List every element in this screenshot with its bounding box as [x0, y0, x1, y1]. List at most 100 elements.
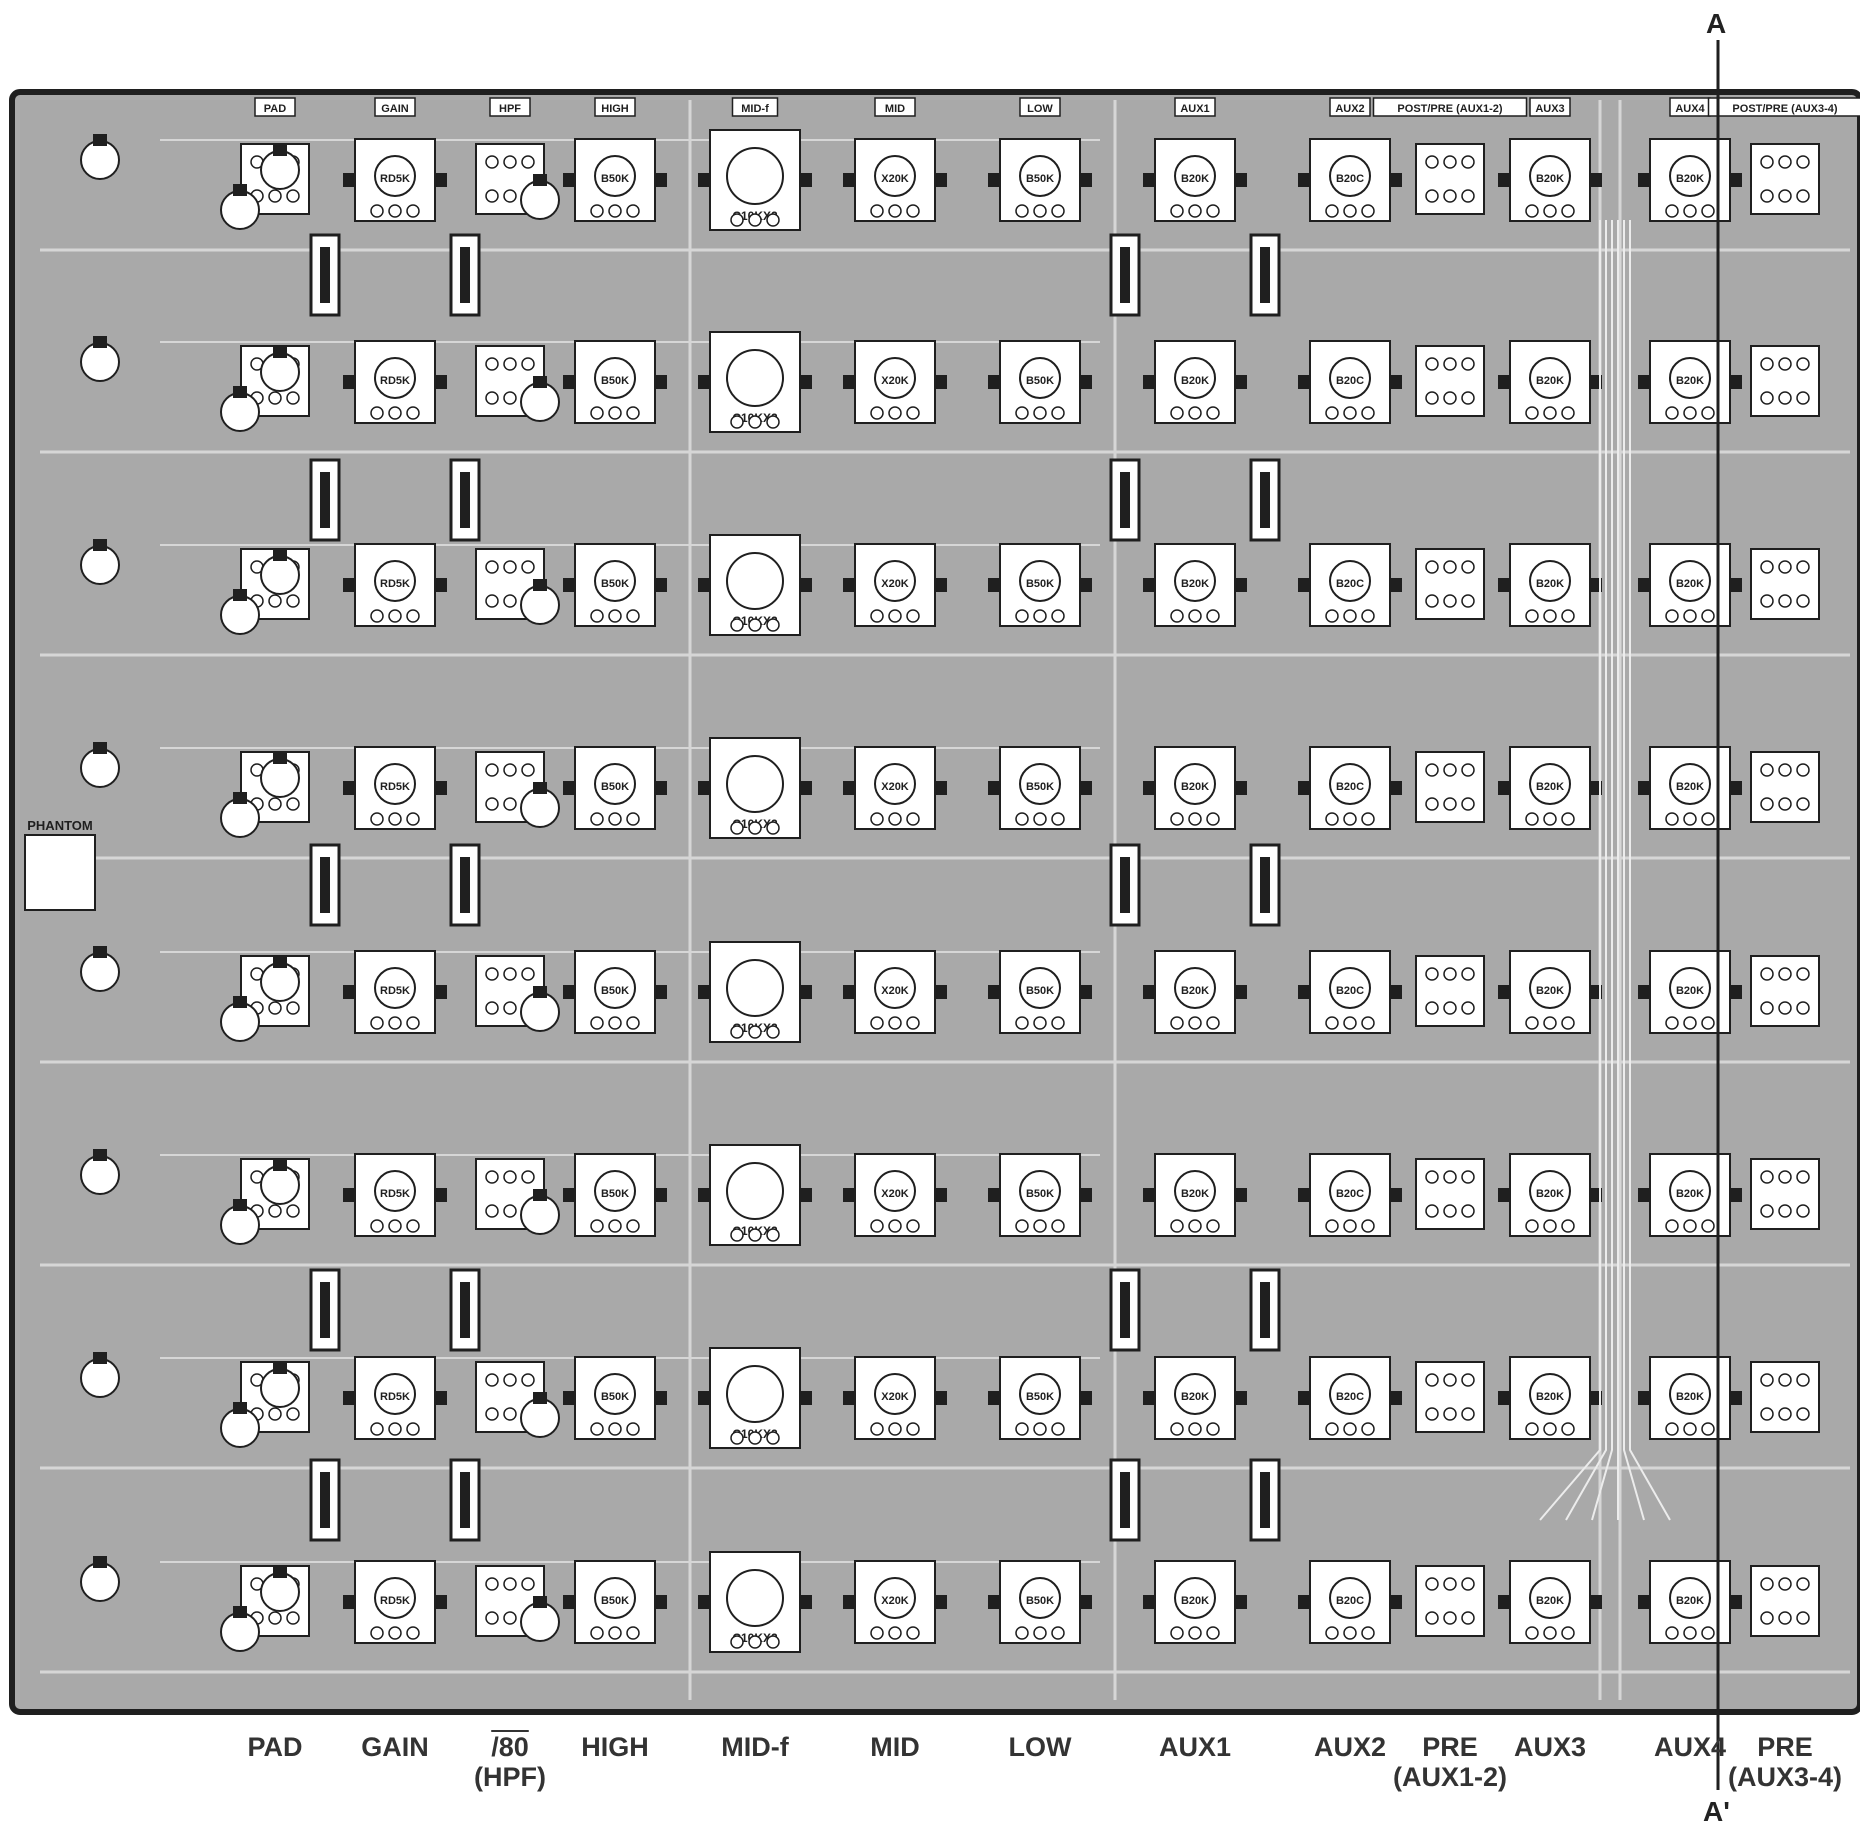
- high-component: B50K: [563, 340, 667, 424]
- pot-value-label: B20K: [1676, 1391, 1704, 1403]
- ribbon-trace: [1539, 220, 1601, 1521]
- pot-value-label: X20K: [881, 1391, 909, 1403]
- mid-component: X20K: [843, 543, 947, 627]
- header-tag-pre12: POST/PRE (AUX1-2): [1397, 103, 1502, 115]
- aux3-component: B20K: [1498, 340, 1602, 424]
- aux3-component: B20K: [1498, 1153, 1602, 1237]
- pot-value-label: B20K: [1676, 1188, 1704, 1200]
- aux4-component: B20K: [1638, 1356, 1742, 1440]
- high-component: B50K: [563, 543, 667, 627]
- capacitor: [520, 992, 560, 1032]
- aux3-component: B20K: [1498, 543, 1602, 627]
- pot-value-label: B20K: [1676, 985, 1704, 997]
- pot-value-label: B20C: [1336, 173, 1364, 185]
- aux4-component: B20K: [1638, 950, 1742, 1034]
- pot-value-label: X20K: [881, 781, 909, 793]
- pre34-component: [1750, 1361, 1820, 1433]
- pot-value-label: RD5K: [380, 173, 410, 185]
- capacitor: [260, 150, 300, 190]
- column-label-aux3: AUX3: [1475, 1732, 1625, 1762]
- capacitor: [220, 392, 260, 432]
- low-component: B50K: [988, 746, 1092, 830]
- pot-value-label: B20C: [1336, 375, 1364, 387]
- high-component: B50K: [563, 1356, 667, 1440]
- aux1-component: B20K: [1143, 543, 1247, 627]
- column-label-aux1: AUX1: [1120, 1732, 1270, 1762]
- ribbon-trace: [1623, 220, 1645, 1521]
- aux3-component: B20K: [1498, 746, 1602, 830]
- capacitor: [520, 1602, 560, 1642]
- aux4-component: B20K: [1638, 543, 1742, 627]
- pot-value-label: B50K: [601, 1595, 629, 1607]
- capacitor: [260, 962, 300, 1002]
- header-tag-box: [594, 97, 636, 117]
- midf-component: C10KX2: [698, 129, 812, 231]
- section-marker-top: A: [1706, 8, 1727, 39]
- column-label-line1: AUX4: [1653, 1732, 1727, 1762]
- pot-value-label: B20C: [1336, 781, 1364, 793]
- aux3-component: B20K: [1498, 950, 1602, 1034]
- mid-component: X20K: [843, 1153, 947, 1237]
- header-tag-aux4: AUX4: [1675, 103, 1705, 115]
- pot-value-label: B50K: [601, 1188, 629, 1200]
- capacitor: [220, 1612, 260, 1652]
- pot-value-label: RD5K: [380, 375, 410, 387]
- pot-value-label: B20K: [1676, 375, 1704, 387]
- header-tag-gain: GAIN: [381, 103, 409, 115]
- capacitor: [260, 1165, 300, 1205]
- midf-component: C10KX2: [698, 534, 812, 636]
- ribbon-trace: [1629, 220, 1671, 1521]
- gain-component: RD5K: [343, 340, 447, 424]
- capacitor: [260, 1368, 300, 1408]
- header-tag-box: [1329, 97, 1371, 117]
- column-label-line1: PAD: [247, 1732, 303, 1762]
- capacitor: [80, 342, 120, 382]
- header-tag-pre34: POST/PRE (AUX3-4): [1732, 103, 1837, 115]
- header-tag-box: [1529, 97, 1571, 117]
- column-label-mid: MID: [820, 1732, 970, 1762]
- column-label-line2: (AUX3-4): [1727, 1762, 1842, 1792]
- column-label-aux4: AUX4: [1615, 1732, 1765, 1762]
- column-label-line1: LOW: [1008, 1732, 1072, 1762]
- capacitor: [220, 798, 260, 838]
- input-side-components: PHANTOM: [24, 134, 560, 1652]
- midf-component: C10KX2: [698, 941, 812, 1043]
- pot-value-label: B20K: [1181, 375, 1209, 387]
- pre12-component: [1415, 143, 1485, 215]
- low-component: B50K: [988, 340, 1092, 424]
- header-tag-aux3: AUX3: [1535, 103, 1564, 115]
- pot-value-label: B50K: [1026, 173, 1054, 185]
- pcb-components: RD5KRD5KRD5KRD5KRD5KRD5KRD5KRD5KB50KB50K…: [240, 129, 1820, 1653]
- midf-component: C10KX2: [698, 1551, 812, 1653]
- pre34-component: [1750, 1158, 1820, 1230]
- capacitor: [260, 555, 300, 595]
- pre34-component: [1750, 955, 1820, 1027]
- header-tag-aux2: AUX2: [1335, 103, 1364, 115]
- gain-component: RD5K: [343, 1153, 447, 1237]
- pot-value-label: B50K: [1026, 1391, 1054, 1403]
- midf-component: C10KX2: [698, 737, 812, 839]
- header-tag-hpf: HPF: [499, 103, 521, 115]
- pot-value-label: RD5K: [380, 578, 410, 590]
- pot-value-label: B20K: [1536, 781, 1564, 793]
- pot-value-label: X20K: [881, 1188, 909, 1200]
- pot-value-label: B20K: [1181, 578, 1209, 590]
- aux4-component: B20K: [1638, 138, 1742, 222]
- pot-value-label: B20K: [1676, 578, 1704, 590]
- pot-value-label: B50K: [601, 173, 629, 185]
- low-component: B50K: [988, 1560, 1092, 1644]
- capacitor: [520, 180, 560, 220]
- aux4-component: B20K: [1638, 746, 1742, 830]
- mid-component: X20K: [843, 340, 947, 424]
- pot-value-label: B50K: [601, 781, 629, 793]
- pot-value-label: B20K: [1676, 173, 1704, 185]
- high-component: B50K: [563, 138, 667, 222]
- capacitor: [220, 190, 260, 230]
- capacitor: [520, 1398, 560, 1438]
- capacitor: [260, 352, 300, 392]
- header-tag-aux1: AUX1: [1180, 103, 1209, 115]
- pot-value-label: B50K: [601, 578, 629, 590]
- capacitor: [520, 382, 560, 422]
- pot-value-label: X20K: [881, 1595, 909, 1607]
- pre12-component: [1415, 1158, 1485, 1230]
